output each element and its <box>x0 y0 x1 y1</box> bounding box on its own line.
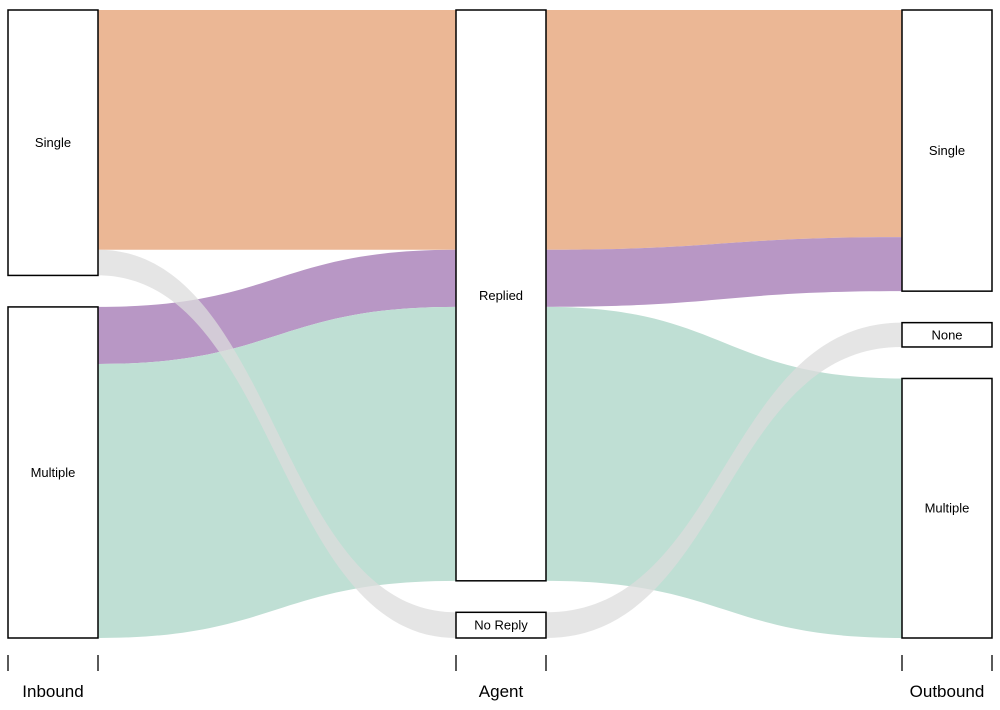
flow-multiple-to-replied-to-single-seg-2 <box>546 237 902 307</box>
axis-label-outbound: Outbound <box>910 682 985 701</box>
node-label-agent-replied: Replied <box>479 288 523 303</box>
axis-label-inbound: Inbound <box>22 682 83 701</box>
node-outbound-single <box>901 9 993 292</box>
flow-single-to-no-reply-to-none-seg-2 <box>546 322 902 638</box>
node-outbound-none <box>901 321 993 348</box>
flow-multiple-to-replied-to-multiple-seg-1 <box>98 306 456 638</box>
node-label-outbound-none: None <box>931 327 962 342</box>
flows-layer <box>98 10 902 638</box>
node-label-outbound-single: Single <box>929 143 965 158</box>
node-label-inbound-multiple: Multiple <box>31 465 76 480</box>
node-outbound-multiple <box>901 377 993 639</box>
flow-single-to-replied-to-single-seg-2 <box>546 10 902 250</box>
flow-single-to-replied-to-single-seg-1 <box>98 10 456 250</box>
node-label-agent-no-reply: No Reply <box>474 618 528 633</box>
axis-label-agent: Agent <box>479 682 524 701</box>
node-label-outbound-multiple: Multiple <box>925 501 970 516</box>
node-label-inbound-single: Single <box>35 135 71 150</box>
flow-single-to-no-reply-to-none-seg-1 <box>98 249 456 638</box>
node-agent-no-reply <box>455 611 547 639</box>
axes-layer: Inbound Agent Outbound <box>7 655 993 701</box>
node-inbound-single <box>7 9 99 277</box>
flow-multiple-to-replied-to-single-seg-1 <box>98 249 456 365</box>
node-inbound-multiple <box>7 306 99 639</box>
node-agent-replied <box>455 9 547 582</box>
